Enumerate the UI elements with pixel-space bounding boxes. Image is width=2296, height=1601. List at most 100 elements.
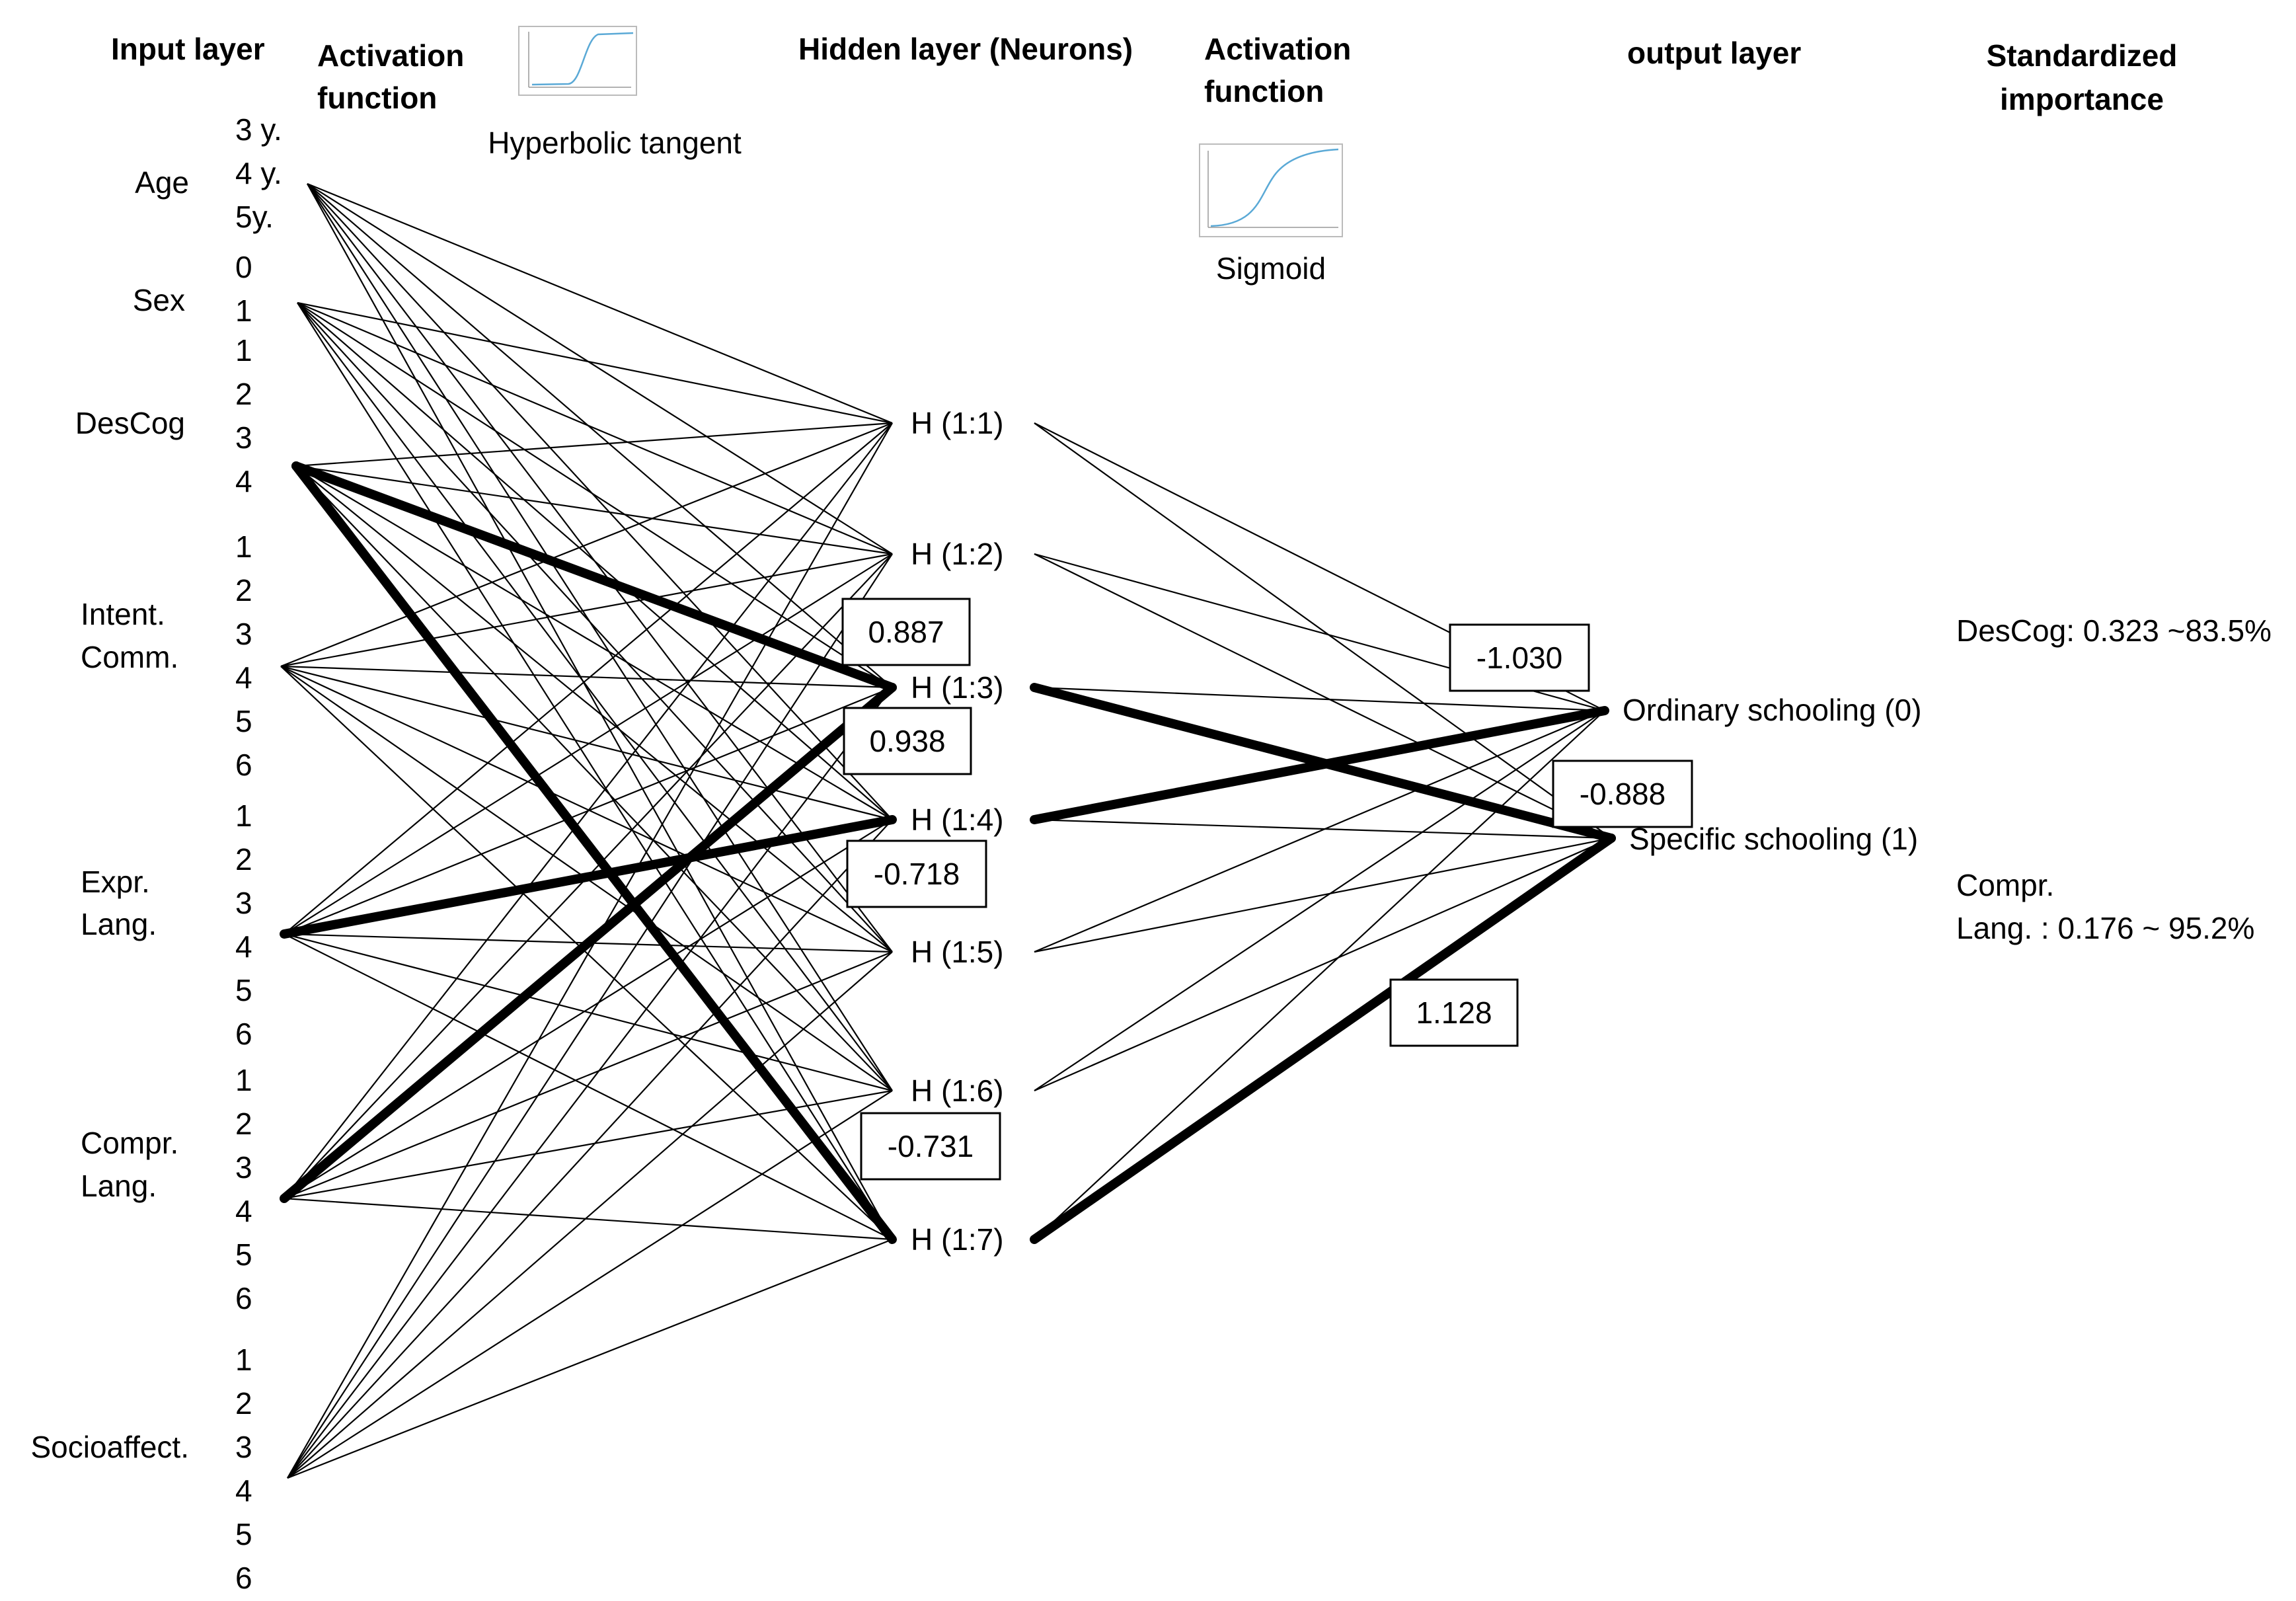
edge-input-2-hidden-3	[295, 465, 893, 820]
input-level-label: 3 y.	[235, 112, 282, 147]
edge-input-0-hidden-4	[307, 183, 893, 953]
input-level-label: 6	[235, 1281, 252, 1315]
input-level-label: 5	[235, 1237, 252, 1272]
hidden-node-label: H (1:6)	[911, 1074, 1004, 1108]
edge-input-6-hidden-0	[287, 422, 893, 1479]
edge-input-6-hidden-2	[287, 687, 893, 1479]
weight-value: 0.887	[868, 615, 944, 649]
input-level-label: 1	[235, 293, 252, 328]
edge-input-1-hidden-0	[297, 301, 893, 424]
input-level-label: 4	[235, 1473, 252, 1508]
edge-hidden-0-output-1	[1034, 422, 1612, 839]
input-level-label: 2	[235, 1386, 252, 1421]
input-level-label: 4	[235, 464, 252, 498]
weight-value: -0.718	[874, 857, 960, 891]
activation-function-2-header-line1: Activation	[1204, 32, 1351, 66]
hidden-node-label: H (1:1)	[911, 406, 1004, 440]
weight-box-expr-h4: -0.718	[846, 840, 987, 908]
output-layer-header: output layer	[1627, 36, 1801, 70]
input-level-label: 6	[235, 1561, 252, 1595]
edge-input-0-hidden-2	[307, 183, 893, 688]
edge-input-1-hidden-6	[297, 302, 893, 1240]
importance-compr-line2: Lang. : 0.176 ~ 95.2%	[1956, 911, 2254, 945]
input-level-label: 0	[235, 250, 252, 284]
edge-input-6-hidden-5	[287, 1090, 893, 1479]
input-level-label: 1	[235, 1343, 252, 1377]
edge-input-4-hidden-1	[284, 553, 893, 935]
edge-input-2-hidden-1	[295, 465, 893, 555]
input-level-label: 2	[235, 573, 252, 607]
input-level-label: 1	[235, 529, 252, 564]
strong-connections	[280, 461, 1616, 1244]
input-layer-header: Input layer	[111, 32, 265, 66]
weight-value: -0.731	[888, 1129, 974, 1163]
strong-edge-h4-ordinary	[1030, 706, 1609, 824]
edge-input-5-hidden-6	[284, 1197, 893, 1241]
input-level-label: 4 y.	[235, 156, 282, 190]
input-level-label: 3	[235, 1430, 252, 1464]
input-level-label: 3	[235, 886, 252, 920]
input-name-expr-line2: Lang.	[81, 907, 157, 941]
activation-function-1-header-line2: function	[317, 81, 437, 115]
sigmoid-plot-thumbnail	[1199, 143, 1343, 237]
sigmoid-label: Sigmoid	[1216, 251, 1326, 286]
edge-input-4-hidden-6	[284, 933, 893, 1240]
edge-hidden-6-output-0	[1034, 710, 1605, 1240]
input-level-label: 2	[235, 1107, 252, 1141]
strong-edge-descog-h7	[291, 461, 897, 1244]
input-name-sex: Sex	[133, 283, 185, 317]
hidden-node-label: H (1:3)	[911, 670, 1004, 705]
edge-input-3-hidden-6	[280, 666, 893, 1240]
edge-input-2-hidden-0	[295, 422, 893, 467]
hidden-layer-header: Hidden layer (Neurons)	[798, 32, 1133, 66]
edge-input-1-hidden-3	[297, 302, 893, 820]
input-name-compr-line1: Compr.	[81, 1126, 178, 1160]
edge-input-4-hidden-5	[284, 933, 893, 1092]
edge-input-5-hidden-0	[284, 422, 893, 1199]
hidden-node-label: H (1:7)	[911, 1222, 1004, 1257]
input-level-label: 6	[235, 748, 252, 782]
edge-hidden-4-output-1	[1034, 837, 1612, 953]
hidden-node-label: H (1:2)	[911, 537, 1004, 571]
edge-input-0-hidden-6	[307, 183, 893, 1240]
input-name-intent-line2: Comm.	[81, 640, 178, 674]
edge-input-6-hidden-4	[287, 951, 893, 1479]
weight-box-h3-specific: -0.888	[1552, 760, 1693, 828]
edge-input-3-hidden-0	[280, 422, 893, 668]
weight-value: -1.030	[1476, 641, 1562, 675]
weight-box-h7-specific: 1.128	[1389, 978, 1519, 1047]
edge-input-6-hidden-3	[287, 819, 893, 1479]
input-level-label: 2	[235, 842, 252, 877]
input-level-label: 3	[235, 1150, 252, 1185]
input-level-label: 1	[235, 1063, 252, 1097]
strong-edge-compr-h3	[280, 683, 897, 1203]
edge-input-3-hidden-3	[280, 665, 893, 821]
input-level-label: 4	[235, 929, 252, 964]
activation-function-1-header-line1: Activation	[317, 38, 464, 73]
tanh-label: Hyperbolic tangent	[488, 126, 742, 160]
edge-hidden-5-output-1	[1034, 837, 1612, 1092]
edge-input-5-hidden-5	[284, 1089, 893, 1200]
edge-hidden-5-output-0	[1034, 710, 1605, 1091]
edge-input-6-hidden-6	[287, 1238, 893, 1479]
weight-value: 1.128	[1416, 996, 1492, 1030]
edge-input-3-hidden-1	[280, 553, 893, 668]
input-level-label: 5	[235, 1517, 252, 1551]
edge-hidden-3-output-1	[1034, 818, 1612, 840]
input-name-age: Age	[135, 165, 189, 200]
edge-input-1-hidden-4	[297, 302, 893, 953]
weight-value: 0.938	[869, 724, 945, 758]
edge-input-2-hidden-4	[295, 465, 893, 953]
edge-input-2-hidden-5	[295, 465, 893, 1091]
importance-compr-line1: Compr.	[1956, 868, 2054, 902]
edge-input-6-hidden-1	[287, 553, 893, 1479]
edge-hidden-1-output-1	[1034, 553, 1612, 839]
input-name-compr-line2: Lang.	[81, 1169, 157, 1203]
hidden-node-label: H (1:5)	[911, 935, 1004, 969]
edge-input-1-hidden-1	[297, 301, 893, 555]
input-level-label: 5	[235, 704, 252, 738]
edge-input-1-hidden-2	[297, 302, 893, 688]
strong-edge-h7-specific	[1030, 834, 1616, 1244]
tanh-plot-thumbnail	[518, 26, 637, 96]
